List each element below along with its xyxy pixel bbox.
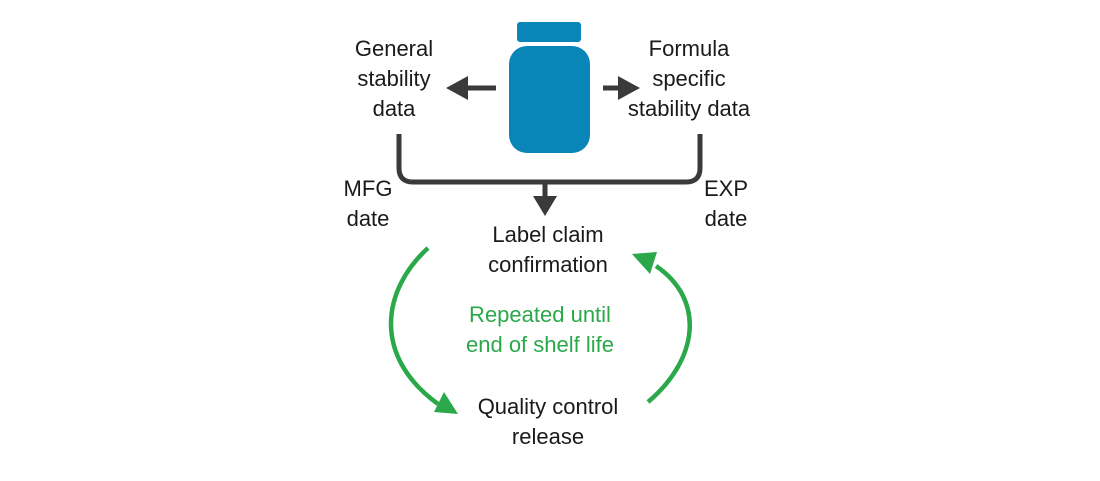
- formula-line-1: Formula: [648, 36, 730, 61]
- label-claim-line-1: Label claim: [492, 222, 604, 247]
- mfg-date-label: MFG date: [344, 174, 393, 234]
- cycle-arrow-up: [632, 252, 692, 404]
- general-line-2: stability: [357, 66, 431, 91]
- dates-bracket-connector: [396, 134, 703, 185]
- formula-line-2: specific: [652, 66, 726, 91]
- arrow-to-general-data: [446, 76, 496, 100]
- medicine-bottle-icon: [509, 22, 590, 153]
- exp-date-label: EXP date: [704, 174, 748, 234]
- general-line-3: data: [372, 96, 416, 121]
- formula-line-3: stability data: [627, 96, 751, 121]
- label-claim-line-2: confirmation: [488, 252, 608, 277]
- quality-control-release: Quality control release: [478, 392, 619, 452]
- general-stability-label: General stability data: [355, 34, 433, 124]
- repeat-line-2: end of shelf life: [466, 332, 614, 357]
- label-claim-confirmation: Label claim confirmation: [488, 220, 608, 280]
- exp-line-1: EXP: [703, 176, 749, 201]
- formula-stability-label: Formula specific stability data: [628, 34, 750, 124]
- exp-line-2: date: [704, 206, 748, 231]
- mfg-line-2: date: [346, 206, 390, 231]
- mfg-line-1: MFG: [343, 176, 393, 201]
- qc-line-1: Quality control: [477, 394, 619, 419]
- general-line-1: General: [354, 36, 434, 61]
- repeat-line-1: Repeated until: [469, 302, 611, 327]
- arrow-to-formula-data: [603, 76, 640, 100]
- arrow-to-label-claim: [533, 182, 557, 216]
- qc-line-2: release: [511, 424, 585, 449]
- cycle-arrow-down: [388, 246, 458, 414]
- repeat-cycle-note: Repeated until end of shelf life: [466, 300, 614, 360]
